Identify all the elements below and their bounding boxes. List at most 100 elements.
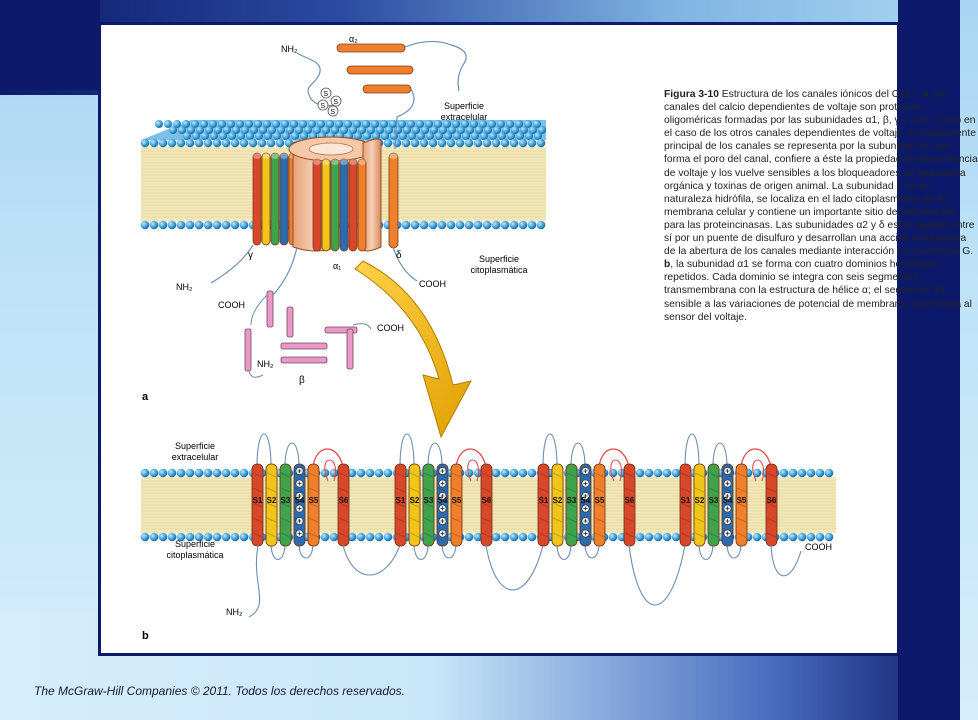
membrane-a-lipid-head [482,138,492,148]
segment-label: S2 [695,496,705,505]
lipid-head [313,126,321,134]
membrane-a-lipid-head [239,220,249,230]
lipid-head [443,120,451,128]
helix-stripe [338,532,349,538]
caption-text-3: , la subunidad α1 se forma con cuatro do… [664,259,972,323]
segment-s3 [565,463,578,547]
segment-label: S5 [309,496,319,505]
segment-label: S5 [595,496,605,505]
intracellular-loop [270,542,286,561]
helix-stripe [624,487,635,493]
helix-stripe [423,487,434,493]
membrane-b-lipid-head [653,468,663,478]
segment-label: S5 [737,496,747,505]
alpha1-helix [312,158,322,252]
helix-stripe [552,487,563,493]
panel-b-label: b [142,630,149,642]
gamma-tail [210,244,254,284]
lipid-head [236,120,244,128]
membrane-b-lipid-head [149,468,159,478]
membrane-b-lipid-head [635,468,645,478]
alpha1-helix-top [340,159,348,165]
alpha2-label: α₂ [349,34,358,44]
panel-a-label: a [142,391,149,403]
lipid-head [452,120,460,128]
caption-label: Figura 3-10 [664,89,719,100]
nh2-b-label: NH₂ [226,607,243,617]
membrane-b-lipid-head [608,468,618,478]
p-loop [324,459,337,482]
lipid-head [246,132,254,140]
cooh-b-label: COOH [805,542,832,552]
helix-stripe [566,487,577,493]
lipid-head [191,120,199,128]
helix-stripe [338,517,349,523]
helix-stripe [266,472,277,478]
delta-link-loop [394,88,415,150]
helix-stripe [266,487,277,493]
lipid-head [259,126,267,134]
delta-helix-top [389,153,398,159]
membrane-a-lipid-head [419,220,429,230]
lipid-head [214,126,222,134]
helix-stripe [252,487,263,493]
membrane-b-lipid-head [644,468,654,478]
lipid-head [407,120,415,128]
lipid-head [533,120,541,128]
helix-stripe [594,517,605,523]
lipid-head [466,126,474,134]
lipid-head [475,126,483,134]
lipid-head [435,132,443,140]
helix-stripe [552,472,563,478]
helix-stripe [395,502,406,508]
helix-stripe [736,487,747,493]
lipid-head [498,132,506,140]
helix-stripe [481,502,492,508]
intracellular-loop [298,542,314,559]
segment-label: S2 [267,496,277,505]
lipid-head [461,120,469,128]
alpha1-helix-top [331,159,339,165]
membrane-a-lipid-head [509,220,519,230]
membrane-b-lipid-head [221,468,231,478]
lipid-head [434,120,442,128]
lipid-head [471,132,479,140]
helix-stripe [624,517,635,523]
helix-stripe [766,472,777,478]
extracellular-loop [542,433,558,468]
helix-stripe [580,472,591,478]
helix-stripe [552,532,563,538]
helix-stripe [624,472,635,478]
helix-stripe [395,472,406,478]
segment-s1 [537,463,550,547]
lipid-head [322,126,330,134]
helix-stripe [409,487,420,493]
lipid-head [520,126,528,134]
gamma-side-helix [252,152,262,246]
slide-corner-tab [0,0,100,90]
lipid-head [448,126,456,134]
helix-stripe [680,502,691,508]
gamma-side-helix [270,152,280,246]
lipid-head [326,120,334,128]
helix-stripe [252,502,263,508]
beta-helix [244,328,252,372]
beta-helix [266,290,274,328]
caption-text-2: , los canales del calcio dependientes de… [664,89,978,258]
membrane-b-lipid-head [347,468,357,478]
helix-stripe [694,487,705,493]
helix-stripe [694,472,705,478]
surface-ext-a-line2: extracelular [441,112,488,122]
membrane-a-lipid-head [410,220,420,230]
helix-stripe [694,532,705,538]
lipid-head [421,126,429,134]
segment-label: S6 [482,496,492,505]
helix-stripe [308,532,319,538]
surface-cyt-a-line2: citoplasmática [470,265,527,275]
nh2-left-label: NH₂ [176,282,193,292]
membrane-a-lipid-head [149,138,159,148]
membrane-b-lipid-head [347,532,357,542]
caption-a: a [922,89,929,100]
